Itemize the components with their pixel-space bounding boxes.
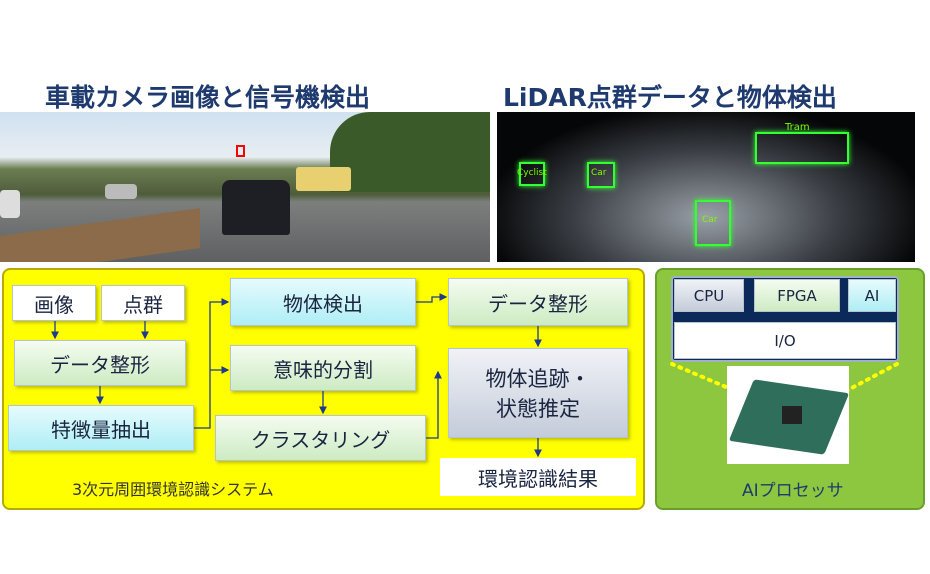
input-image-box: 画像 <box>12 285 96 321</box>
object-detection-box: 物体検出 <box>230 278 416 326</box>
ai-block: AI <box>848 279 896 312</box>
result-box: 環境認識結果 <box>440 458 636 496</box>
camera-title: 車載カメラ画像と信号機検出 <box>45 83 371 112</box>
camera-image <box>0 112 490 262</box>
fpga-board-image <box>727 366 850 464</box>
input-pointcloud-box: 点群 <box>101 285 185 321</box>
cpu-block: CPU <box>674 279 744 312</box>
semantic-segmentation-box: 意味的分割 <box>230 345 416 391</box>
data-format-left-box: データ整形 <box>14 340 186 386</box>
tracking-box: 物体追跡・ 状態推定 <box>448 348 628 438</box>
clustering-box: クラスタリング <box>215 415 426 461</box>
system-label: 3次元周囲環境認識システム <box>72 480 274 499</box>
data-format-right-box: データ整形 <box>448 278 628 326</box>
lidar-label-tram: Tram <box>785 122 810 133</box>
lidar-title: LiDAR点群データと物体検出 <box>503 83 837 112</box>
tracking-line2: 状態推定 <box>496 397 580 421</box>
lidar-label-car-center: Car <box>702 215 718 225</box>
lidar-label-cyclist: Cyclist <box>517 168 547 178</box>
ai-processor-label: AIプロセッサ <box>742 481 844 501</box>
lidar-label-car: Car <box>591 168 607 178</box>
feature-extraction-box: 特徴量抽出 <box>8 405 194 451</box>
lidar-image: Cyclist Car Car Tram <box>497 112 915 262</box>
fpga-block: FPGA <box>754 279 840 312</box>
tracking-line1: 物体追跡・ <box>485 367 591 391</box>
io-block: I/O <box>674 322 896 359</box>
